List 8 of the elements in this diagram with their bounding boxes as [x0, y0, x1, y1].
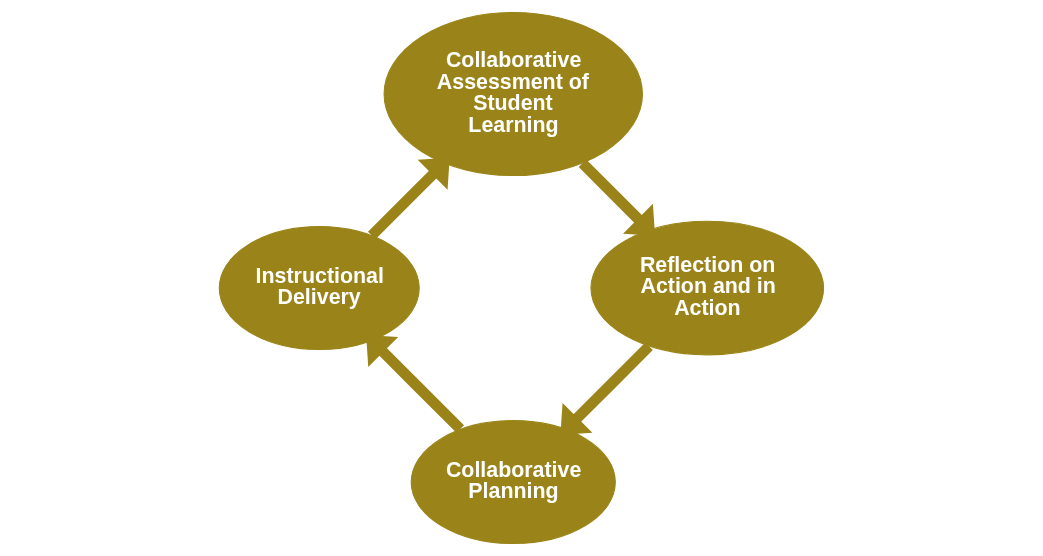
arrow — [560, 342, 653, 435]
node-ellipse: Reflection on Action and in Action — [590, 220, 825, 356]
node-ellipse: Instructional Delivery — [218, 226, 420, 351]
node-ellipse: Collaborative Planning — [410, 420, 616, 545]
arrow — [367, 157, 450, 240]
arrow — [366, 334, 465, 433]
node-ellipse: Collaborative Assessment of Student Learning — [383, 12, 643, 177]
arrow — [578, 159, 656, 236]
